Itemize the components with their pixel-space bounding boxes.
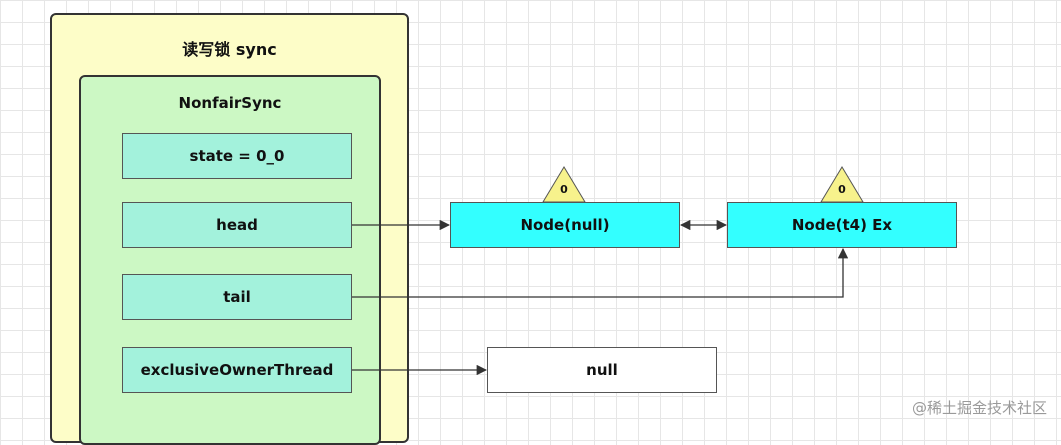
sync-title: 读写锁 sync — [182, 40, 277, 59]
head-field: head — [122, 202, 352, 248]
state-field: state = 0_0 — [122, 133, 352, 179]
exclusive-owner-thread-field: exclusiveOwnerThread — [122, 347, 352, 393]
nonfair-sync-title: NonfairSync — [178, 94, 282, 112]
connector-lines — [352, 166, 864, 376]
watermark: @稀土掘金技术社区 — [911, 399, 1047, 417]
null-box: null — [487, 347, 717, 393]
node1-badge: 0 — [560, 183, 568, 196]
tail-arrow — [352, 247, 849, 298]
node-t4-ex: Node(t4) Ex — [727, 202, 957, 248]
node-null: Node(null) — [450, 202, 680, 248]
node2-badge: 0 — [838, 183, 846, 196]
tail-field: tail — [122, 274, 352, 320]
